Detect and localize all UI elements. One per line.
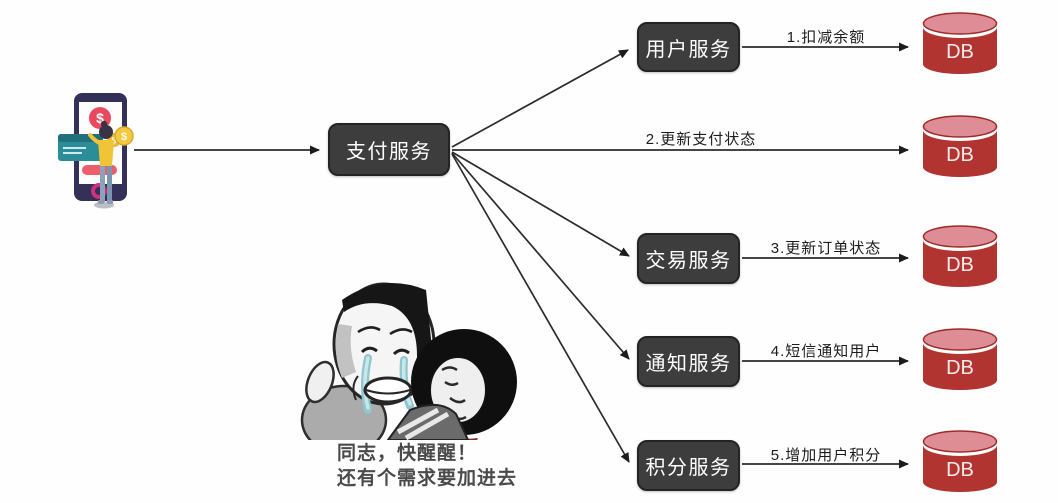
- meme-caption-line1: 同志，快醒醒！: [337, 443, 478, 464]
- notify-service-label: 通知服务: [645, 353, 732, 375]
- coin-dollar-sign: $: [121, 131, 127, 143]
- edge-label-add-user-points: 5.增加用户积分: [770, 447, 882, 464]
- edge-payment-to-notify: [451, 152, 630, 360]
- trade-service-node: 交易服务: [637, 233, 740, 284]
- trade-service-label: 交易服务: [645, 250, 732, 272]
- edge-label-update-order-status: 3.更新订单状态: [770, 240, 882, 257]
- user-service-label: 用户服务: [645, 38, 732, 61]
- dollar-sign-icon: $: [96, 110, 104, 126]
- db-label: DB: [946, 459, 974, 481]
- db-label: DB: [946, 254, 974, 276]
- points-service-node: 积分服务: [637, 440, 740, 491]
- edge-payment-to-trade: [451, 151, 630, 257]
- credit-card-icon: [58, 134, 103, 161]
- points-service-label: 积分服务: [645, 457, 732, 479]
- meme-caption-line2: 还有个需求要加进去: [337, 468, 518, 489]
- payment-service-label: 支付服务: [346, 141, 432, 163]
- db-cylinder-icon: DB: [922, 328, 998, 390]
- edge-label-update-payment-status: 2.更新支付状态: [645, 131, 757, 148]
- db-label: DB: [946, 41, 974, 63]
- edge-label-sms-notify-user: 4.短信通知用户: [770, 343, 882, 360]
- db-cylinder-icon: DB: [922, 12, 998, 74]
- payment-service-node: 支付服务: [328, 123, 450, 176]
- edge-label-deduct-balance: 1.扣减余额: [786, 29, 866, 46]
- db-cylinder-icon: DB: [922, 115, 998, 177]
- user-service-node: 用户服务: [637, 22, 740, 72]
- coin-dollar-sign: $: [111, 136, 116, 146]
- notify-service-node: 通知服务: [637, 336, 740, 387]
- edge-payment-to-points: [451, 153, 630, 463]
- db-cylinder-icon: DB: [922, 225, 998, 287]
- edge-payment-to-user: [451, 49, 629, 148]
- db-cylinder-icon: DB: [922, 430, 998, 492]
- db-label: DB: [946, 144, 974, 166]
- person-figure: [88, 120, 114, 209]
- meme-image: [300, 282, 517, 440]
- coin-large-icon: [114, 126, 134, 146]
- db-label: DB: [946, 357, 974, 379]
- mobile-payment-illustration: $ $ $: [58, 93, 134, 209]
